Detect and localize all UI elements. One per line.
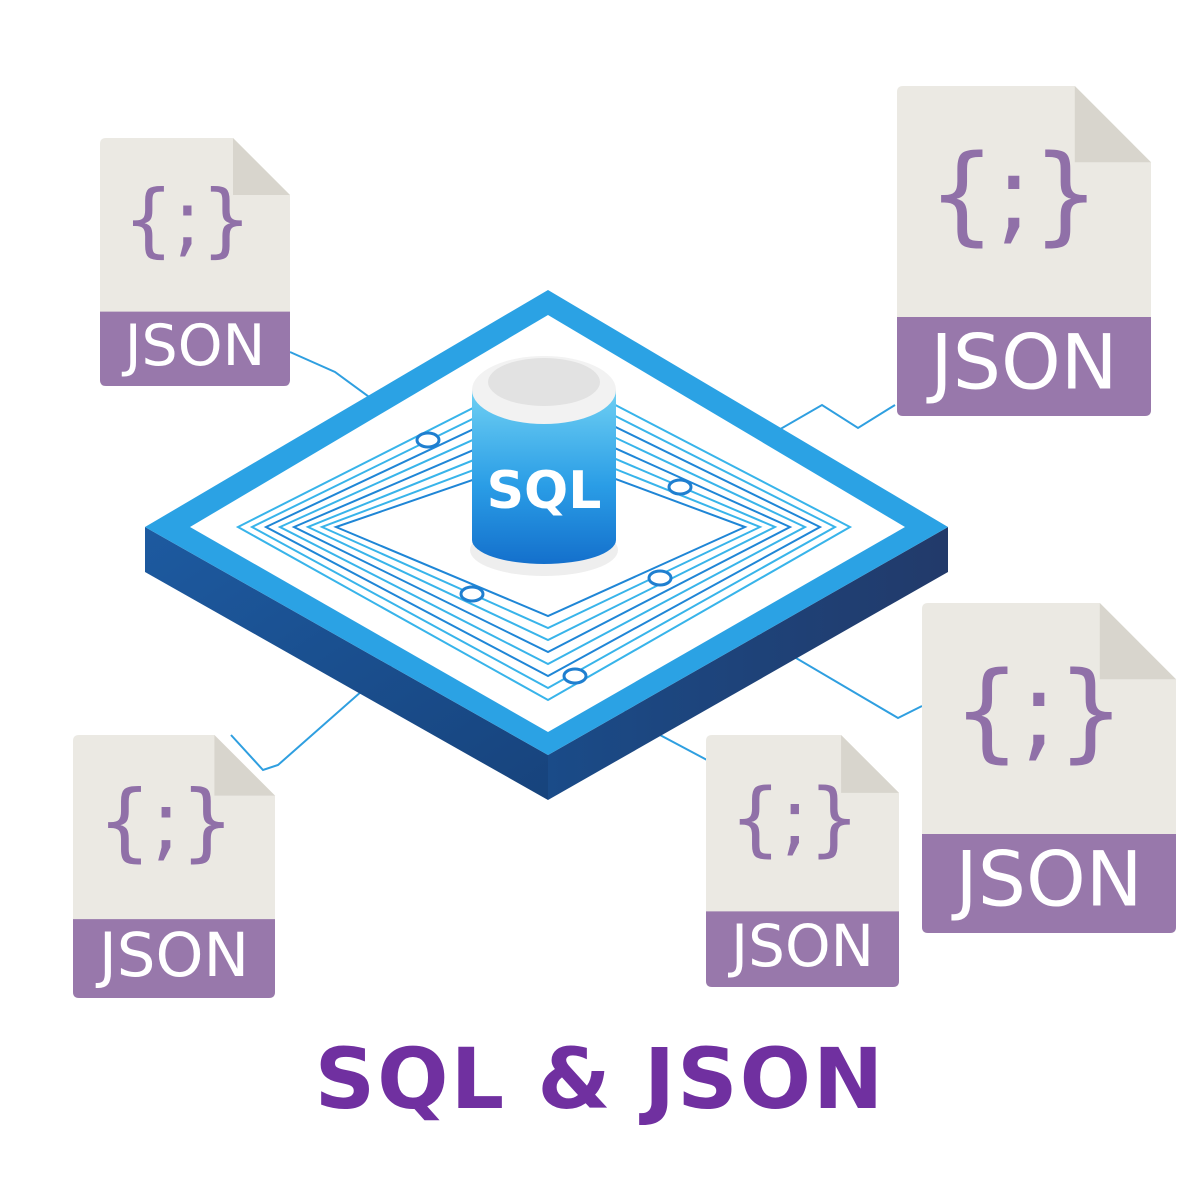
file-type-label: JSON (728, 912, 874, 980)
file-type-label: JSON (95, 920, 249, 991)
braces-icon: {;} (928, 133, 1100, 257)
node-1 (415, 431, 441, 449)
node-4 (647, 569, 673, 587)
file-label-band (73, 919, 275, 998)
file-fold (1074, 86, 1151, 163)
json-files: {;} JSON {;} JSON {;} JSON {;} JSON {;} JSON (73, 86, 1176, 998)
braces-icon: {;} (123, 173, 252, 266)
file-type-label: JSON (926, 317, 1117, 406)
platform-right-side (548, 527, 948, 800)
braces-icon: {;} (730, 772, 860, 866)
circuit-traces (235, 368, 853, 702)
file-fold (841, 735, 899, 793)
file-label-band (100, 311, 290, 386)
circuit-platform (145, 290, 948, 800)
file-type-label: JSON (122, 313, 266, 379)
file-label-band (706, 911, 899, 987)
file-fold (214, 735, 275, 796)
braces-icon: {;} (953, 650, 1125, 774)
file-label-band (922, 834, 1176, 933)
platform-left-side (145, 527, 548, 800)
braces-icon: {;} (98, 773, 235, 872)
file-label-band (897, 317, 1151, 416)
json-file-icon: {;} JSON (897, 86, 1151, 416)
circuit-nodes (415, 431, 693, 685)
sql-label: SQL (487, 461, 602, 521)
node-3 (459, 585, 485, 603)
diagram-caption: SQL & JSON (314, 1030, 886, 1128)
json-file-icon: {;} JSON (706, 735, 899, 987)
json-file-icon: {;} JSON (922, 603, 1176, 933)
json-file-icon: {;} JSON (100, 138, 290, 386)
node-2 (667, 478, 693, 496)
json-file-icon: {;} JSON (73, 735, 275, 998)
sql-database-icon: SQL (470, 356, 618, 576)
file-type-label: JSON (951, 834, 1142, 923)
file-fold (233, 138, 290, 195)
file-fold (1099, 603, 1176, 680)
node-5 (562, 667, 588, 685)
